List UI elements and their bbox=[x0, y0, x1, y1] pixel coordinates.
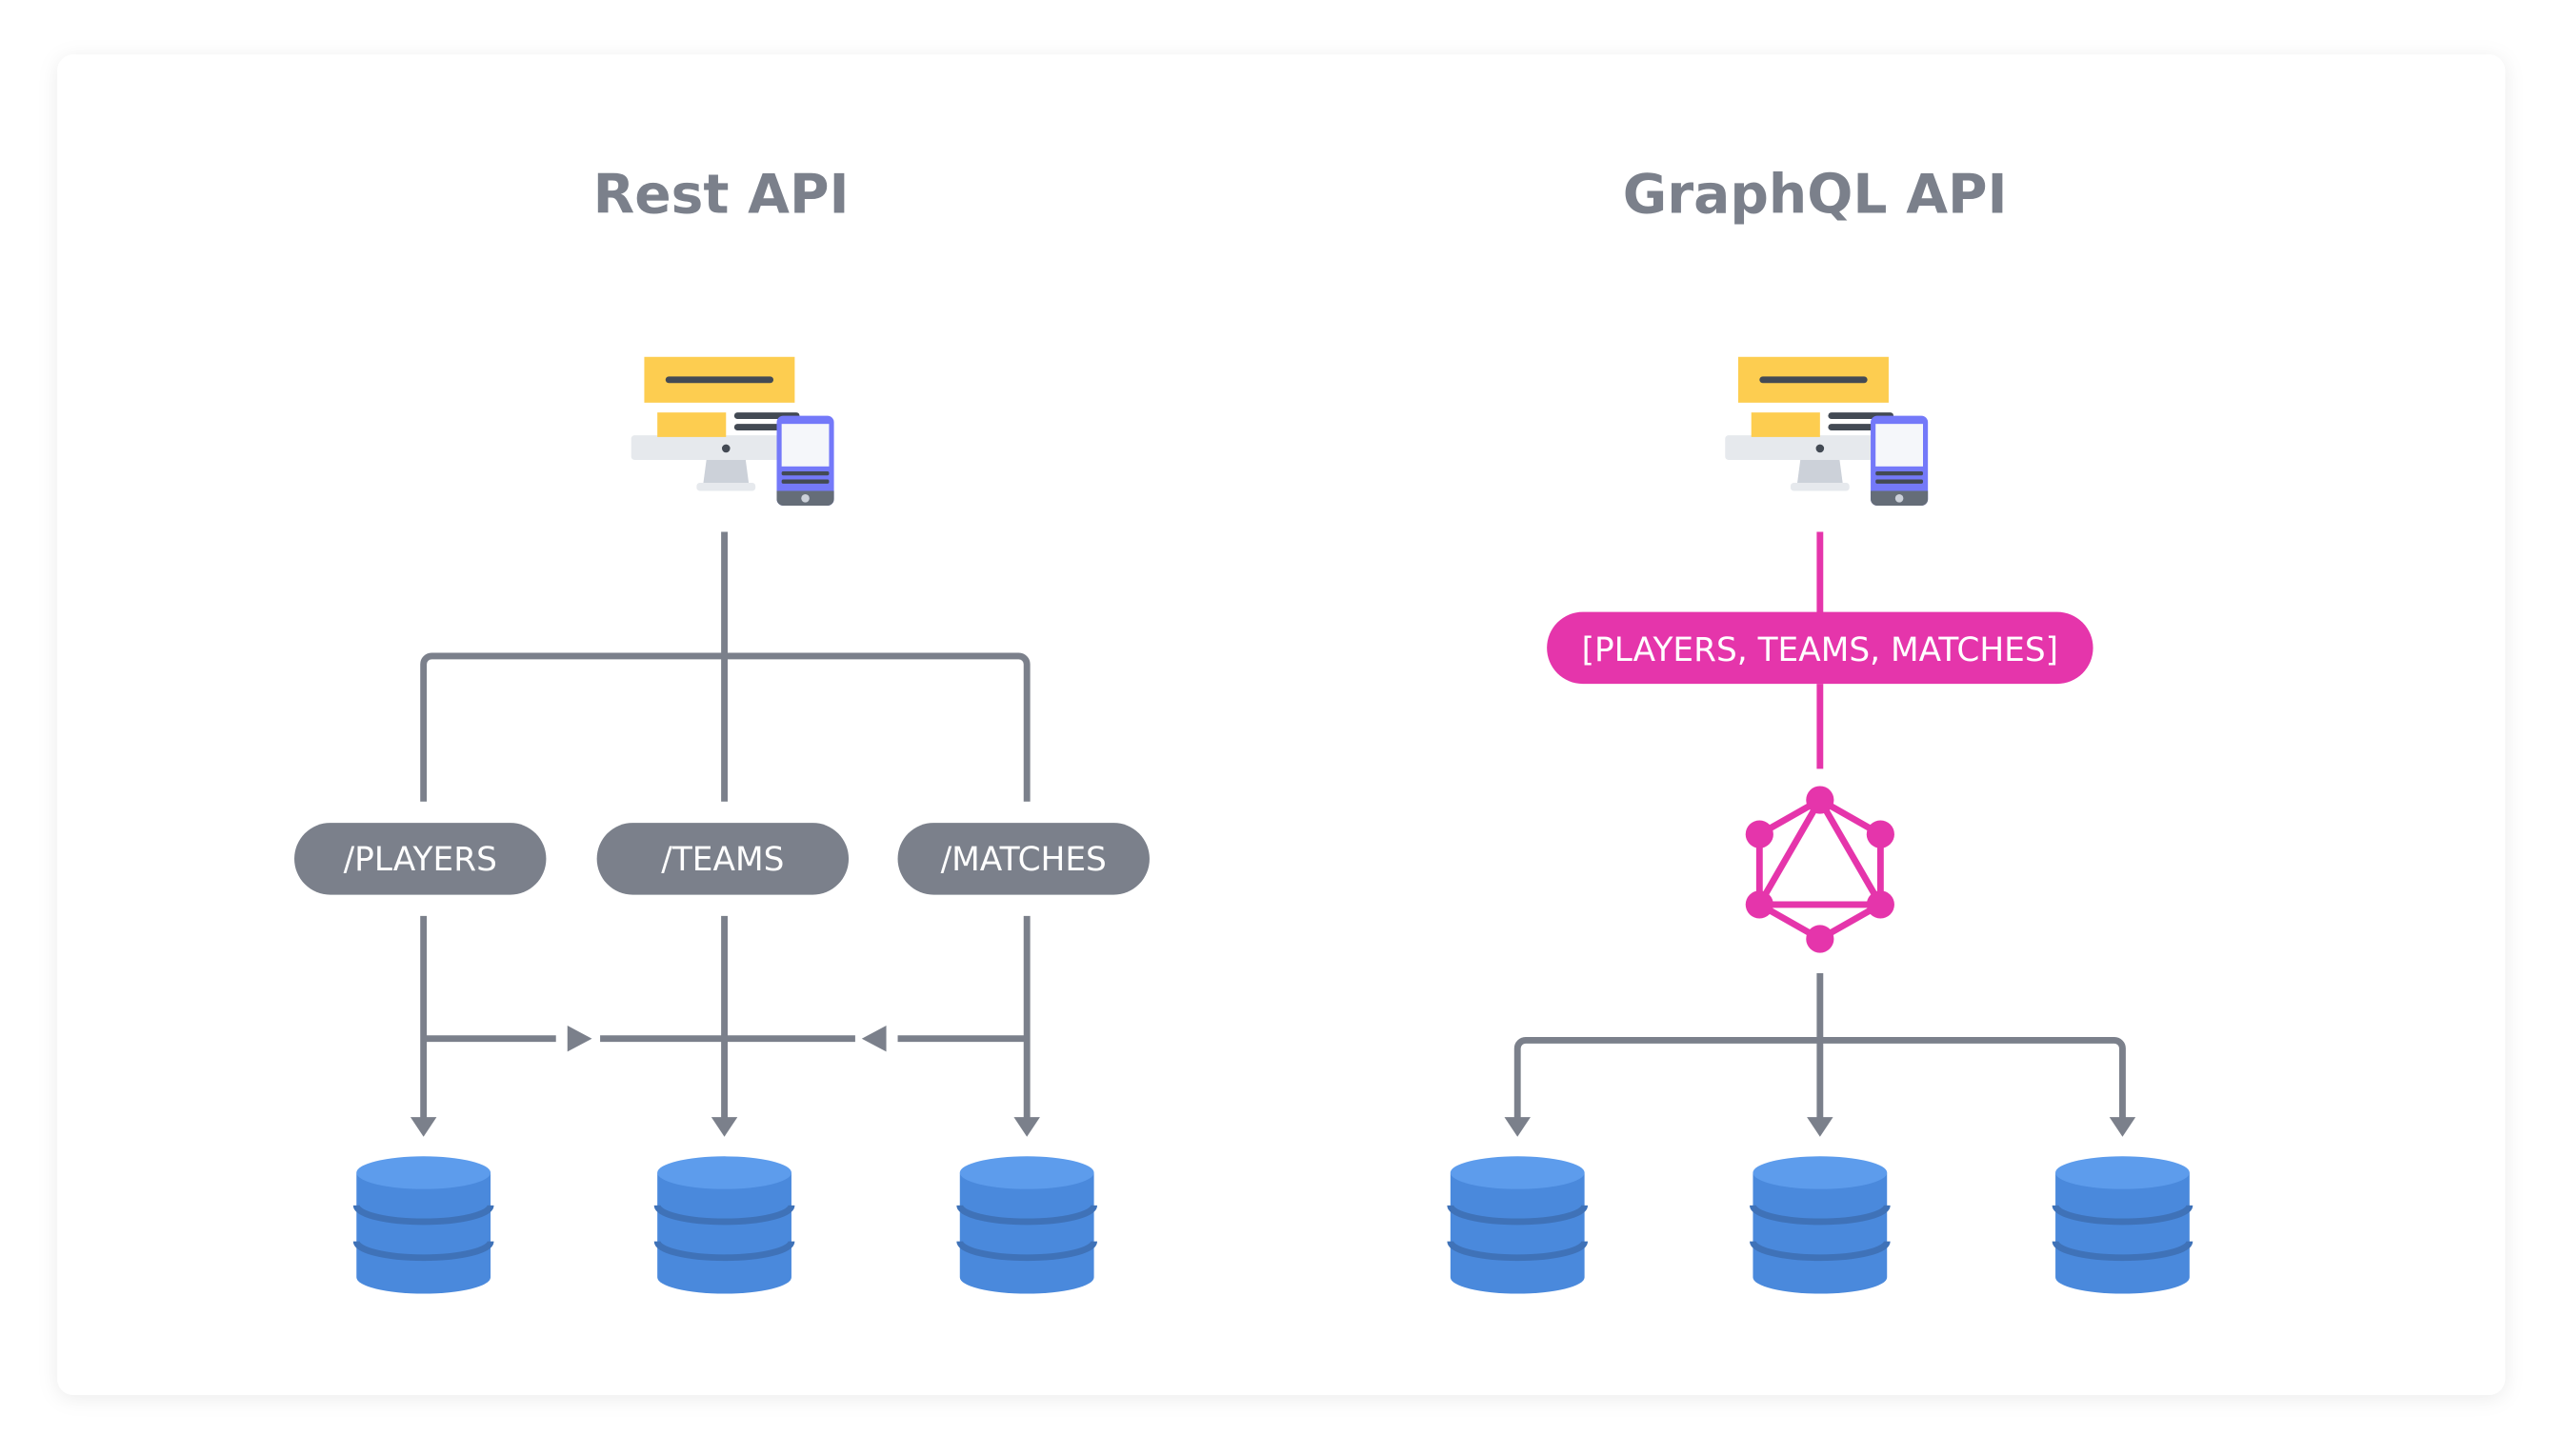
database-icon bbox=[1753, 1156, 1887, 1293]
rest-section: Rest API /PLAYERS /TEAMS /MATCHES bbox=[294, 164, 1150, 1294]
database-icon bbox=[657, 1156, 791, 1293]
resolver-connectors bbox=[1513, 973, 2126, 1119]
database-icon bbox=[2055, 1156, 2190, 1293]
database-icon bbox=[356, 1156, 491, 1293]
rest-title: Rest API bbox=[593, 164, 850, 227]
svg-text:[PLAYERS, TEAMS, MATCHES]: [PLAYERS, TEAMS, MATCHES] bbox=[1582, 631, 2058, 669]
query-pill: [PLAYERS, TEAMS, MATCHES] bbox=[1547, 611, 2093, 685]
endpoint-pill-players: /PLAYERS bbox=[294, 823, 547, 895]
svg-text:/MATCHES: /MATCHES bbox=[941, 841, 1107, 879]
arrow-right-icon bbox=[567, 1025, 592, 1052]
endpoint-pill-teams: /TEAMS bbox=[596, 823, 850, 895]
request-connectors bbox=[420, 531, 1031, 802]
response-connectors bbox=[420, 915, 1031, 1119]
endpoint-pill-matches: /MATCHES bbox=[897, 823, 1150, 895]
graphql-section: GraphQL API [PLAYERS, TEAMS, MATCHES] bbox=[1451, 164, 2190, 1294]
svg-text:/TEAMS: /TEAMS bbox=[661, 841, 784, 879]
graphql-logo-icon bbox=[1745, 786, 1894, 953]
arrow-left-icon bbox=[861, 1025, 887, 1052]
database-icon bbox=[1451, 1156, 1585, 1293]
svg-text:/PLAYERS: /PLAYERS bbox=[344, 841, 497, 879]
graphql-title: GraphQL API bbox=[1623, 164, 2008, 227]
database-icon bbox=[960, 1156, 1094, 1293]
